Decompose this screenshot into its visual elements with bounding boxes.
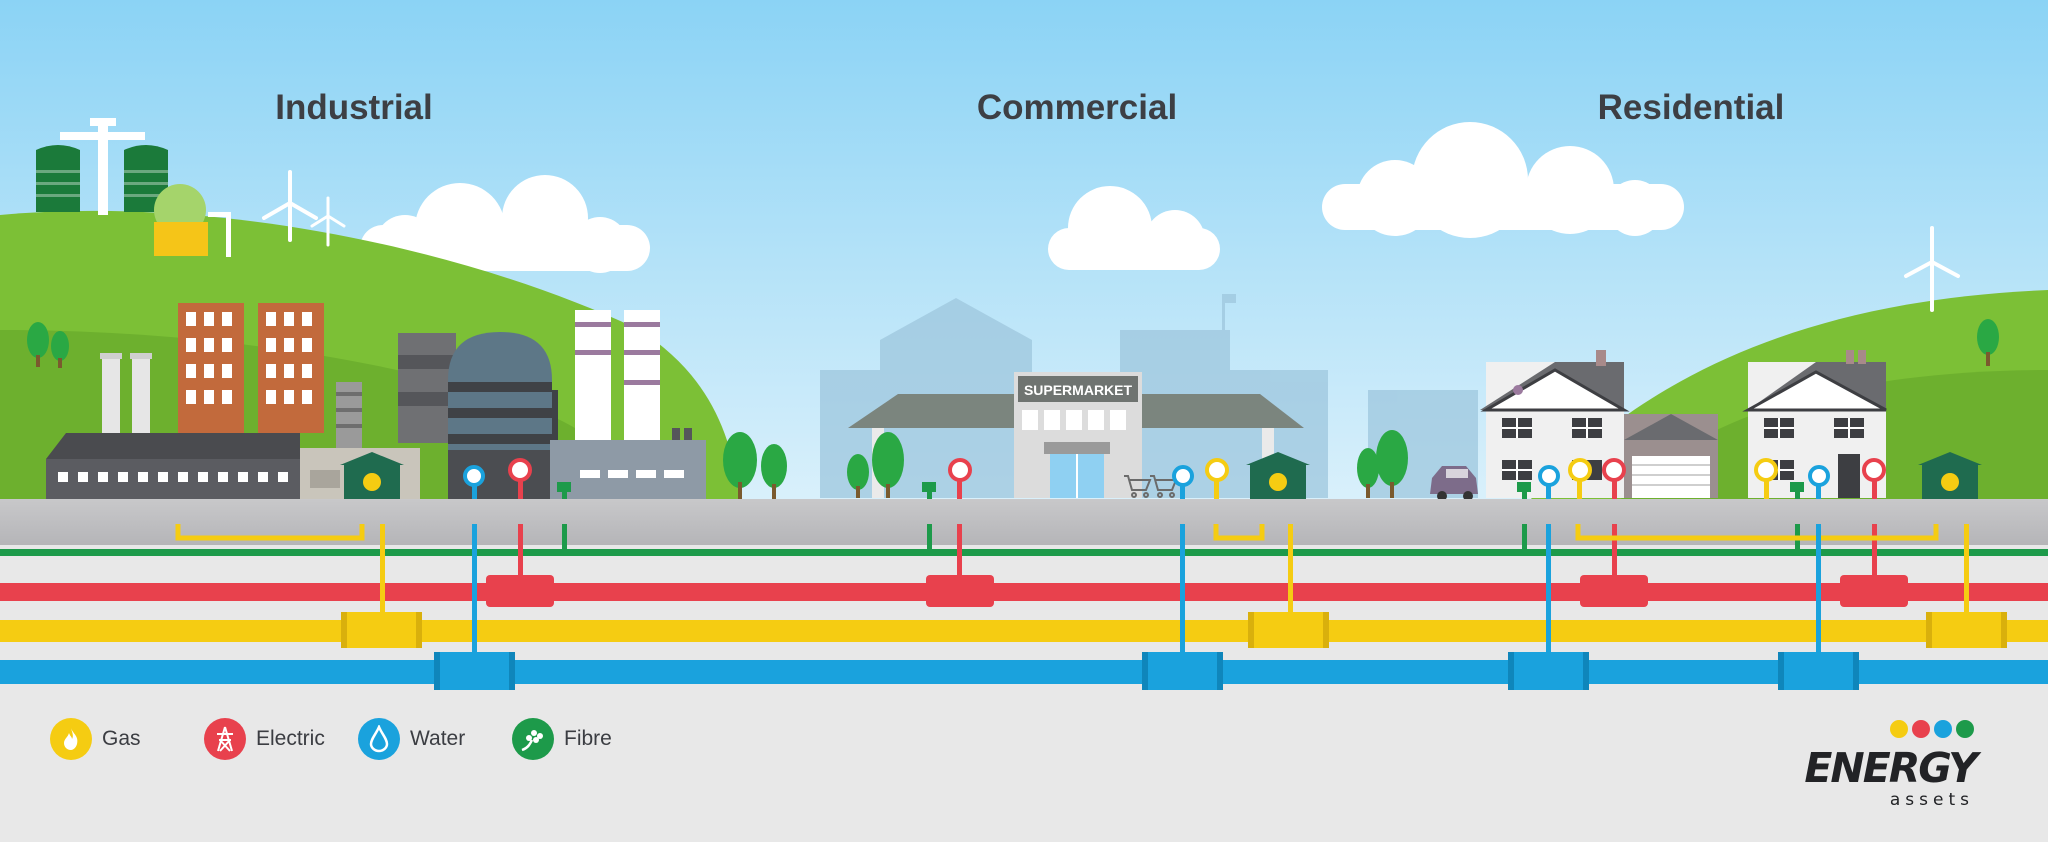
water-drop-icon xyxy=(358,718,400,760)
electric-meter xyxy=(508,458,532,499)
fibre-icon xyxy=(1956,720,1974,738)
legend-label: Gas xyxy=(102,727,141,750)
garage xyxy=(1624,414,1718,498)
fibre-meter xyxy=(1790,482,1804,499)
gas-connections xyxy=(175,524,2007,648)
fibre-meter xyxy=(922,482,936,499)
water-meter xyxy=(1172,465,1194,499)
logo-subtext: assets xyxy=(1889,790,1974,810)
cooling-towers xyxy=(550,310,706,499)
legend-item-water: Water xyxy=(358,718,465,760)
tree xyxy=(847,432,904,498)
legend-label: Water xyxy=(410,727,466,750)
electric-pipe xyxy=(0,583,2048,601)
water-meter xyxy=(1808,465,1830,499)
fibre-pipe xyxy=(0,549,2048,556)
factory-long-shed xyxy=(46,433,300,499)
meter-cabinet xyxy=(340,452,404,499)
chimneys xyxy=(100,353,152,433)
cloud xyxy=(1322,122,1684,238)
water-meter xyxy=(1538,465,1560,499)
tree xyxy=(1357,430,1408,498)
water-meter xyxy=(463,465,485,499)
pylon-icon xyxy=(204,718,246,760)
water-drop-icon xyxy=(1934,720,1952,738)
fibre-meter xyxy=(1517,482,1531,499)
gas-meter xyxy=(1568,458,1592,499)
logo-utility-dots xyxy=(1890,720,1974,738)
legend-label: Fibre xyxy=(564,727,612,750)
shopping-trolleys xyxy=(1124,475,1178,498)
fibre-icon xyxy=(512,718,554,760)
gas-meter xyxy=(1205,458,1229,499)
electric-meter xyxy=(1862,458,1886,499)
cloud xyxy=(1048,186,1220,270)
power-plant-dome xyxy=(398,332,558,499)
gas-meter xyxy=(1754,458,1778,499)
factory-brick-towers xyxy=(178,303,324,433)
electric-connections xyxy=(486,524,1908,607)
tree xyxy=(1977,319,1999,366)
store-sign: SUPERMARKET xyxy=(1024,382,1133,398)
legend-item-gas: Gas xyxy=(50,718,141,760)
electric-meter xyxy=(1602,458,1626,499)
flame-icon xyxy=(1890,720,1908,738)
pylon-icon xyxy=(1912,720,1930,738)
legend-item-electric: Electric xyxy=(204,718,325,760)
water-pipe xyxy=(0,660,2048,684)
section-title-industrial: Industrial xyxy=(275,88,433,127)
electric-meter xyxy=(948,458,972,499)
flame-icon xyxy=(50,718,92,760)
legend-label: Electric xyxy=(256,727,325,750)
gas-pipe xyxy=(0,620,2048,642)
meter-cabinet xyxy=(1246,452,1310,499)
tree xyxy=(27,322,69,368)
car xyxy=(1430,466,1478,501)
wind-turbine xyxy=(262,170,346,247)
silo-tanks xyxy=(36,118,231,257)
section-title-residential: Residential xyxy=(1597,88,1785,127)
section-title-commercial: Commercial xyxy=(976,88,1178,127)
logo-wordmark: ENERGY xyxy=(1804,744,1978,792)
legend-item-fibre: Fibre xyxy=(512,718,612,760)
meter-cabinet xyxy=(1918,452,1982,499)
wind-turbine xyxy=(1904,226,1960,312)
fibre-meter xyxy=(557,482,571,499)
tree xyxy=(723,432,787,500)
energy-assets-logo: ENERGY assets xyxy=(1804,720,1978,810)
water-connections xyxy=(434,524,1859,690)
